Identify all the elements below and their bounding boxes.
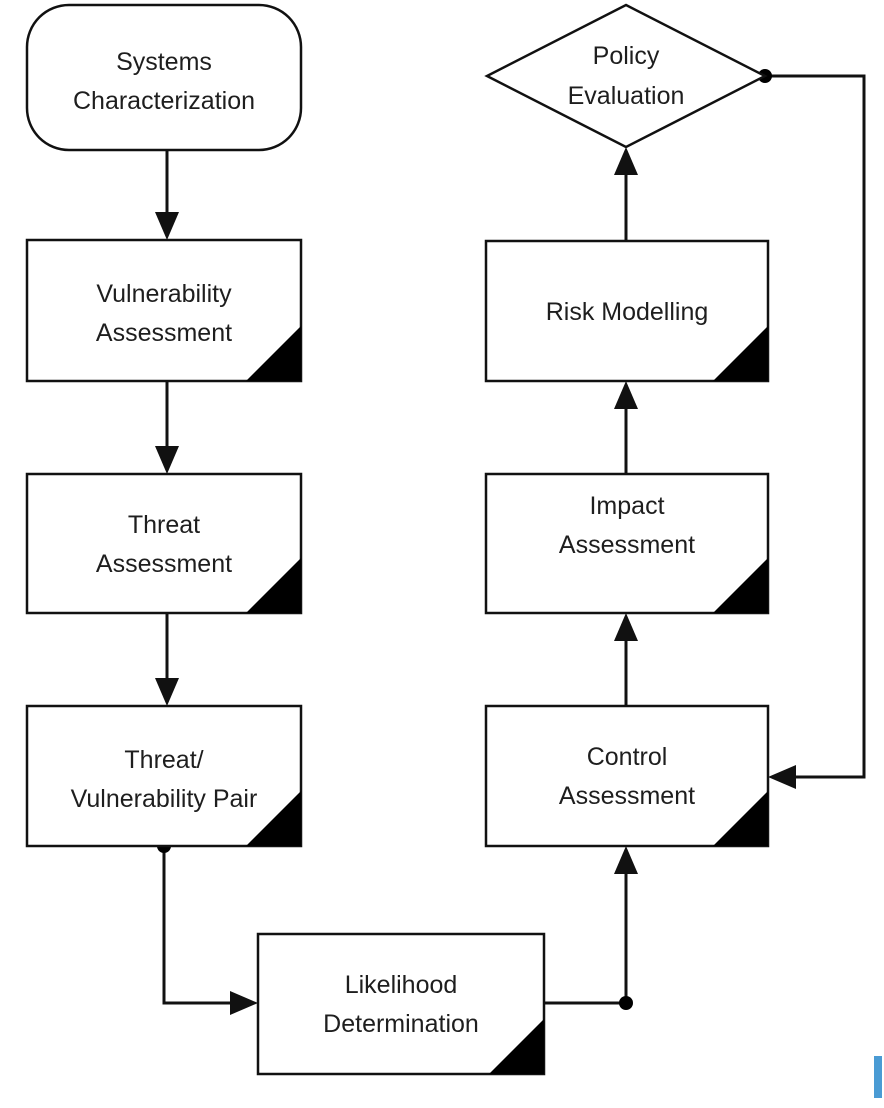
corner-tab-mark xyxy=(246,558,301,613)
risk-modelling-line-1: Risk Modelling xyxy=(546,298,709,326)
junction-dot-likelihood xyxy=(619,996,633,1010)
corner-tab-mark xyxy=(713,791,768,846)
arrowhead-into-impact xyxy=(614,613,638,641)
arrowhead-feedback-into-control xyxy=(768,765,796,789)
corner-tab-mark xyxy=(489,1019,544,1074)
corner-tab-mark xyxy=(246,326,301,381)
policy-evaluation-line-1: Policy xyxy=(593,42,660,70)
edge-policy-feedback-to-control xyxy=(765,74,866,779)
process-box xyxy=(256,932,546,1076)
impact-assessment-line-2: Assessment xyxy=(559,531,695,559)
corner-tab-mark xyxy=(713,326,768,381)
control-assessment-line-1: Control xyxy=(587,743,668,771)
vulnerability-assessment-line-2: Assessment xyxy=(96,319,232,347)
policy-evaluation-line-2: Evaluation xyxy=(568,82,685,110)
node-threat-vulnerability-pair: Threat/ Vulnerability Pair xyxy=(25,704,303,848)
node-vulnerability-assessment: Vulnerability Assessment xyxy=(25,238,303,383)
arrowhead-into-threat xyxy=(155,446,179,474)
node-systems-characterization: Systems Characterization xyxy=(25,3,303,152)
arrowhead-into-policy xyxy=(614,147,638,175)
process-box xyxy=(25,238,303,383)
impact-assessment-line-1: Impact xyxy=(589,492,664,520)
likelihood-determination-line-1: Likelihood xyxy=(345,971,458,999)
threat-assessment-line-2: Assessment xyxy=(96,550,232,578)
node-likelihood-determination: Likelihood Determination xyxy=(256,932,546,1076)
arrowhead-into-vulnerability xyxy=(155,212,179,240)
threat-assessment-line-1: Threat xyxy=(128,511,200,539)
arrowhead-into-pair xyxy=(155,678,179,706)
corner-tab-mark xyxy=(713,558,768,613)
node-control-assessment: Control Assessment xyxy=(484,704,770,848)
terminator-shape xyxy=(25,3,303,152)
vulnerability-assessment-line-1: Vulnerability xyxy=(96,280,232,308)
process-box xyxy=(484,239,770,383)
threat-vulnerability-pair-line-2: Vulnerability Pair xyxy=(71,785,258,813)
threat-vulnerability-pair-line-1: Threat/ xyxy=(124,746,203,774)
edge-likelihood-to-control xyxy=(544,872,628,1005)
edge-pair-to-likelihood xyxy=(162,846,232,1005)
node-risk-modelling: Risk Modelling xyxy=(484,239,770,383)
process-box xyxy=(484,472,770,615)
node-threat-assessment: Threat Assessment xyxy=(25,472,303,615)
corner-tab-mark xyxy=(246,791,301,846)
arrowhead-into-control xyxy=(614,846,638,874)
likelihood-determination-line-2: Determination xyxy=(323,1010,479,1038)
node-policy-evaluation: Policy Evaluation xyxy=(484,3,768,149)
edge-accent-bar xyxy=(874,1056,882,1098)
control-assessment-line-2: Assessment xyxy=(559,782,695,810)
process-box xyxy=(25,704,303,848)
process-box xyxy=(25,472,303,615)
node-impact-assessment: Impact Assessment xyxy=(484,472,770,615)
connectors xyxy=(155,69,866,1015)
arrowhead-into-likelihood xyxy=(230,991,258,1015)
systems-characterization-line-1: Systems xyxy=(116,48,212,76)
systems-characterization-line-2: Characterization xyxy=(73,87,255,115)
decision-diamond xyxy=(484,3,768,149)
process-box xyxy=(484,704,770,848)
arrowhead-into-risk xyxy=(614,381,638,409)
